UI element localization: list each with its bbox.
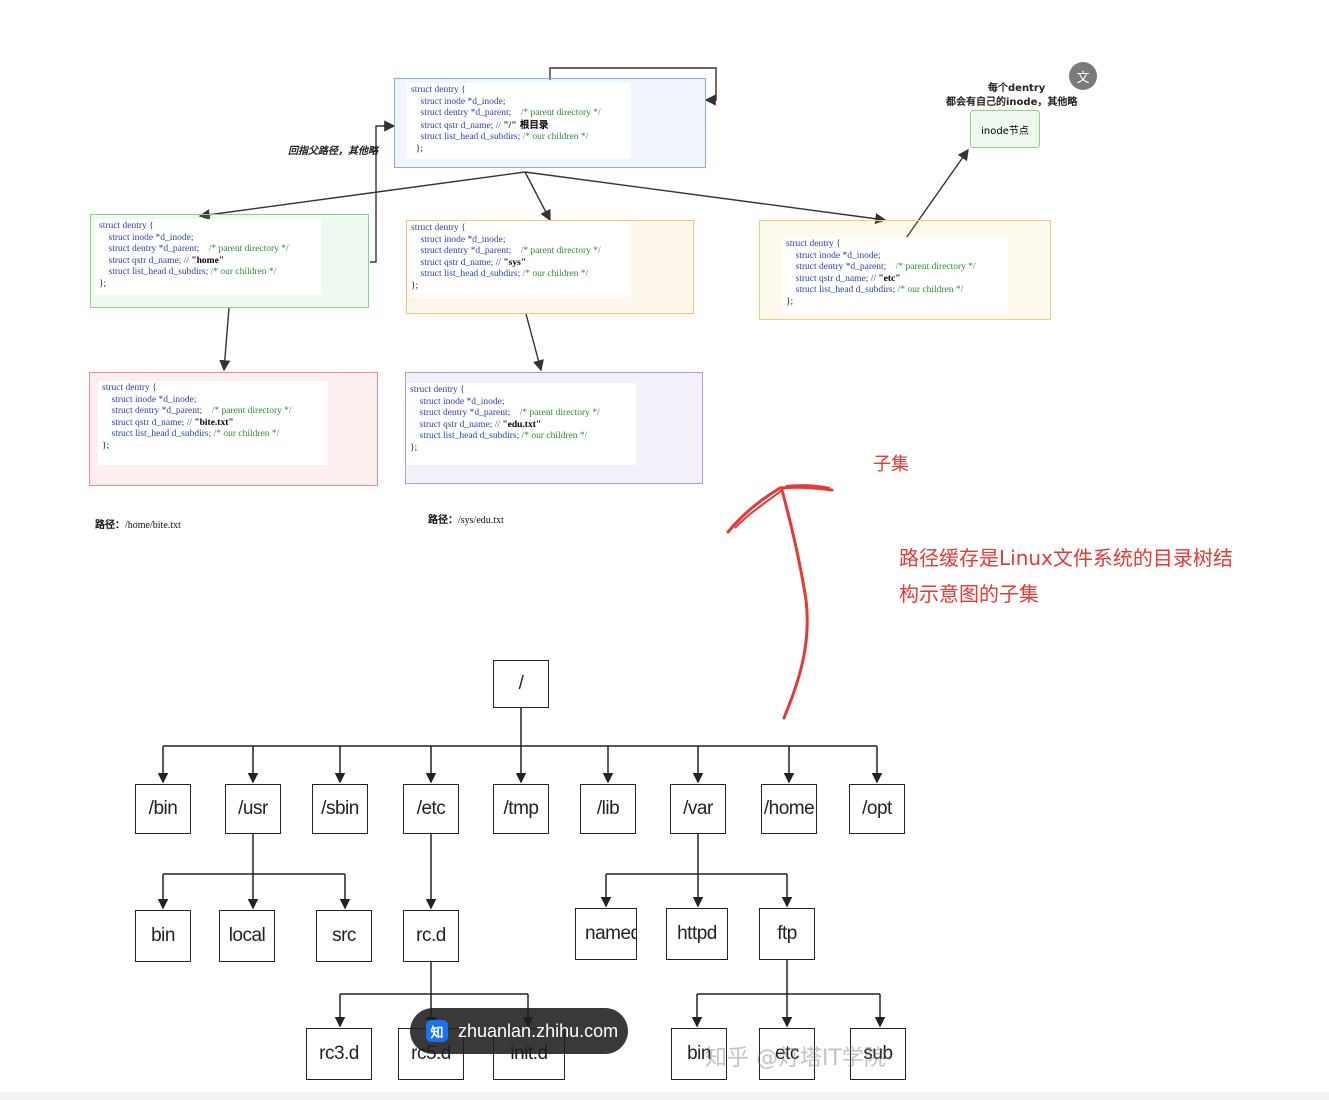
subset-short-label: 子集: [873, 454, 909, 475]
tree-node-ftp-bin: bin: [671, 1028, 727, 1080]
home-to-bite-arrow: [219, 307, 231, 372]
tree-node-httpd: httpd: [666, 908, 728, 960]
dentry-bite-box: struct dentry { struct inode *d_inode; s…: [89, 372, 378, 486]
dentry-home-box: struct dentry { struct inode *d_inode; s…: [90, 214, 369, 308]
parent-back-note: 回指父路径，其他略: [288, 146, 378, 157]
zhihu-logo-icon: 知: [426, 1020, 448, 1042]
dentry-edu-box: struct dentry { struct inode *d_inode; s…: [405, 372, 703, 484]
source-url-text: zhuanlan.zhihu.com: [458, 1020, 619, 1041]
tree-node-ftp-etc: etc: [759, 1028, 815, 1080]
root-to-sys-arrow: [524, 171, 551, 222]
home-parent-back-arrow: [370, 120, 396, 263]
sys-to-edu-arrow: [525, 313, 544, 372]
tree-node-usr-src: src: [316, 910, 372, 962]
tree-node-lib: /lib: [580, 784, 636, 834]
tree-node-tmp: /tmp: [493, 784, 549, 834]
tree-node-opt: /opt: [849, 784, 905, 834]
tree-node-sbin: /sbin: [312, 784, 368, 834]
each-dentry-note-1: 每个dentry: [988, 83, 1046, 94]
root-to-home-arrow: [198, 171, 526, 221]
tree-node-usr-local: local: [219, 910, 275, 962]
bottom-bar: [0, 1092, 1329, 1100]
tree-node-usr-bin: bin: [135, 910, 191, 962]
dentry-etc-code: struct dentry { struct inode *d_inode; s…: [782, 237, 1008, 313]
dentry-root-code: struct dentry { struct inode *d_inode; s…: [407, 83, 631, 159]
tree-node-ftp: ftp: [759, 908, 815, 960]
each-dentry-note-2: 都会有自己的inode，其他略: [946, 97, 1078, 108]
inode-node-box: inode节点: [970, 110, 1040, 148]
subset-desc-line2: 构示意图的子集: [899, 582, 1039, 606]
dentry-home-code: struct dentry { struct inode *d_inode; s…: [95, 219, 321, 295]
source-url-pill[interactable]: 知 zhuanlan.zhihu.com: [410, 1008, 628, 1054]
translate-icon[interactable]: 文: [1069, 62, 1097, 90]
dentry-bite-code: struct dentry { struct inode *d_inode; s…: [98, 381, 328, 465]
dentry-etc-box: struct dentry { struct inode *d_inode; s…: [759, 220, 1051, 320]
tree-node-home: /home: [761, 784, 817, 834]
dentry-root-box: struct dentry { struct inode *d_inode; s…: [394, 78, 706, 168]
tree-node-usr: /usr: [225, 784, 281, 834]
tree-node-ftp-sub: sub: [850, 1028, 906, 1080]
tree-node-root: /: [493, 660, 549, 708]
subset-desc-line1: 路径缓存是Linux文件系统的目录树结: [899, 546, 1233, 570]
tree-node-rc3d: rc3.d: [306, 1028, 372, 1080]
tree-node-bin: /bin: [135, 784, 191, 834]
path-edu-label: 路径：/sys/edu.txt: [428, 515, 504, 526]
red-subset-arrow: [726, 485, 834, 720]
inode-node-label: inode节点: [981, 125, 1029, 137]
path-bite-label: 路径：/home/bite.txt: [95, 520, 181, 531]
zhihu-watermark: 知乎 @灯塔IT学院: [705, 1046, 886, 1071]
tree-node-rcd: rc.d: [403, 910, 459, 962]
tree-node-var: /var: [670, 784, 726, 834]
tree-node-etc: /etc: [403, 784, 459, 834]
root-self-loop: [549, 67, 717, 106]
tree-node-named: named: [575, 908, 637, 960]
dentry-edu-code: struct dentry { struct inode *d_inode; s…: [406, 383, 636, 465]
dentry-sys-box: struct dentry { struct inode *d_inode; s…: [406, 220, 694, 314]
root-to-etc-arrow: [524, 171, 887, 225]
dentry-sys-code: struct dentry { struct inode *d_inode; s…: [407, 221, 631, 297]
